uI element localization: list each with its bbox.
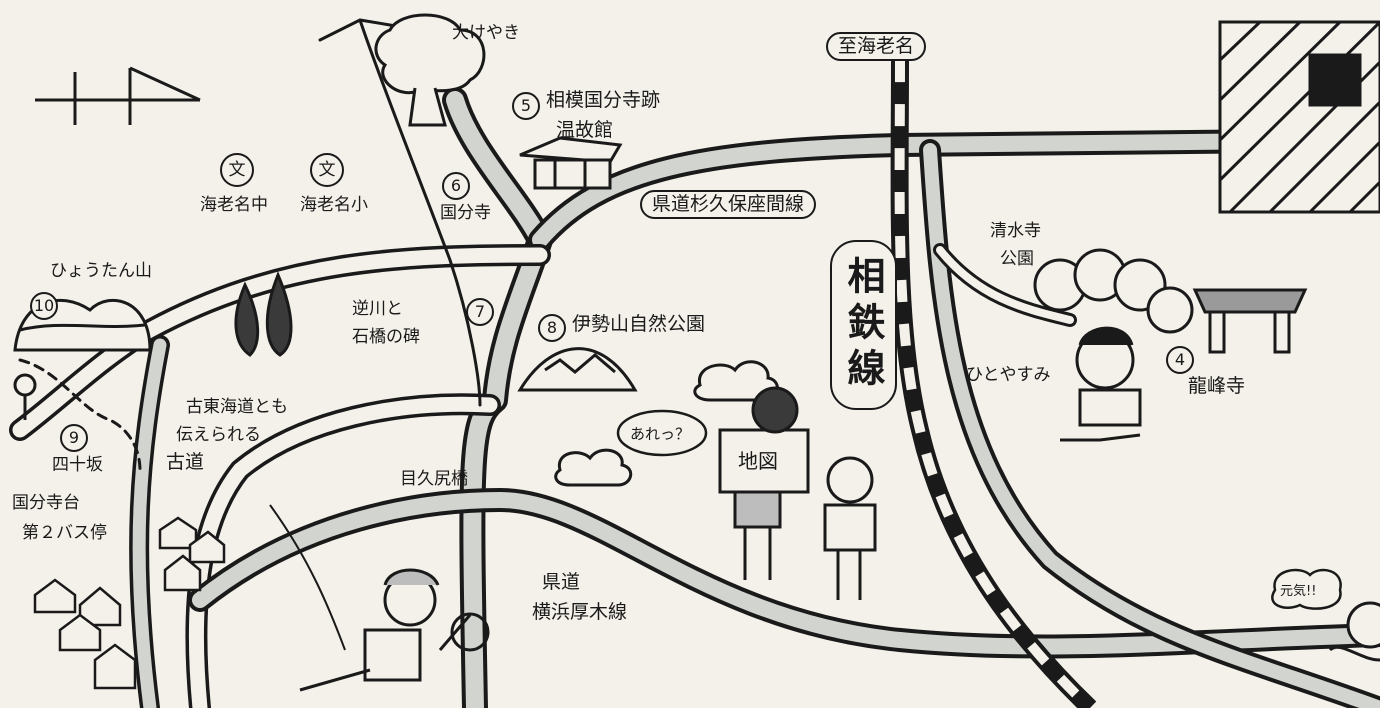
label-furu-tokaido-3: 古道 bbox=[166, 451, 205, 473]
label-bus-1: 国分寺台 bbox=[12, 493, 80, 513]
label-ken-yokohama-1: 県道 bbox=[542, 571, 581, 593]
road-middle bbox=[185, 393, 501, 708]
cloud-icon bbox=[554, 360, 779, 487]
ryuhoji-temple-icon bbox=[1192, 288, 1308, 354]
keyaki-tree-icon bbox=[374, 13, 486, 127]
railway-sotetsu bbox=[890, 59, 1097, 708]
label-onkokan: 温故館 bbox=[556, 119, 614, 141]
bus-stop-icon bbox=[13, 373, 37, 420]
school-icon: 文 bbox=[310, 153, 344, 187]
label-sakasagawa-1: 逆川と bbox=[352, 299, 403, 319]
fisherman-icon bbox=[269, 504, 490, 692]
label-hitoyasumi: ひとやすみ bbox=[966, 365, 1051, 385]
marker-5: 5 bbox=[512, 92, 540, 120]
children-figures-icon bbox=[718, 386, 877, 600]
label-sotetsu: 相鉄線 bbox=[830, 240, 897, 410]
label-chizu: 地図 bbox=[738, 449, 778, 473]
hatched-building bbox=[1218, 20, 1380, 214]
label-shijussaka: 四十坂 bbox=[52, 455, 103, 475]
label-meku-jiribashi: 目久尻橋 bbox=[400, 469, 468, 489]
label-are: あれっ？ bbox=[630, 425, 691, 443]
onkokan-building-icon bbox=[519, 136, 623, 190]
north-arrow-icon bbox=[35, 66, 201, 125]
boy-icon bbox=[1328, 601, 1380, 662]
label-ken-sugikubo: 県道杉久保座間線 bbox=[640, 190, 817, 219]
label-genki: 元気!! bbox=[1280, 584, 1317, 599]
label-sagami-kokubunji: 相模国分寺跡 bbox=[546, 89, 661, 111]
label-furu-tokaido-2: 伝えられる bbox=[176, 425, 261, 445]
marker-8: 8 bbox=[538, 314, 566, 342]
are-speech-bubble bbox=[616, 409, 708, 457]
label-to-ebina: 至海老名 bbox=[826, 32, 927, 61]
marker-6: 6 bbox=[442, 172, 470, 200]
label-ebina-naka: 海老名中 bbox=[200, 195, 268, 215]
marker-10: 10 bbox=[30, 292, 58, 320]
label-ryuhoji: 龍峰寺 bbox=[1188, 375, 1246, 397]
label-sakasagawa-2: 石橋の碑 bbox=[352, 327, 420, 347]
cypress-trees-icon bbox=[234, 271, 293, 357]
genki-speech-bubble bbox=[1271, 568, 1342, 610]
marker-9: 9 bbox=[60, 424, 88, 452]
label-kokubunji: 国分寺 bbox=[440, 203, 491, 223]
school-icon: 文 bbox=[220, 153, 254, 187]
resting-girl-icon bbox=[1060, 326, 1142, 442]
marker-4: 4 bbox=[1166, 346, 1194, 374]
label-shimizu-2: 公園 bbox=[1000, 249, 1034, 269]
shimizu-park-trees-icon bbox=[1033, 248, 1194, 334]
label-okeyaki: 大けやき bbox=[452, 23, 520, 43]
label-iseyama: 伊勢山自然公園 bbox=[572, 313, 706, 335]
label-hyotan-yama: ひょうたん山 bbox=[50, 261, 152, 281]
label-ken-yokohama-2: 横浜厚木線 bbox=[532, 601, 628, 623]
label-bus-2: 第２バス停 bbox=[22, 523, 107, 543]
label-furu-tokaido-1: 古東海道とも bbox=[186, 397, 288, 417]
marker-7: 7 bbox=[466, 298, 494, 326]
label-ebina-sho: 海老名小 bbox=[300, 195, 368, 215]
iseyama-mountain-icon bbox=[517, 347, 638, 392]
houses-icon bbox=[33, 516, 226, 690]
label-shimizu-1: 清水寺 bbox=[990, 221, 1041, 241]
